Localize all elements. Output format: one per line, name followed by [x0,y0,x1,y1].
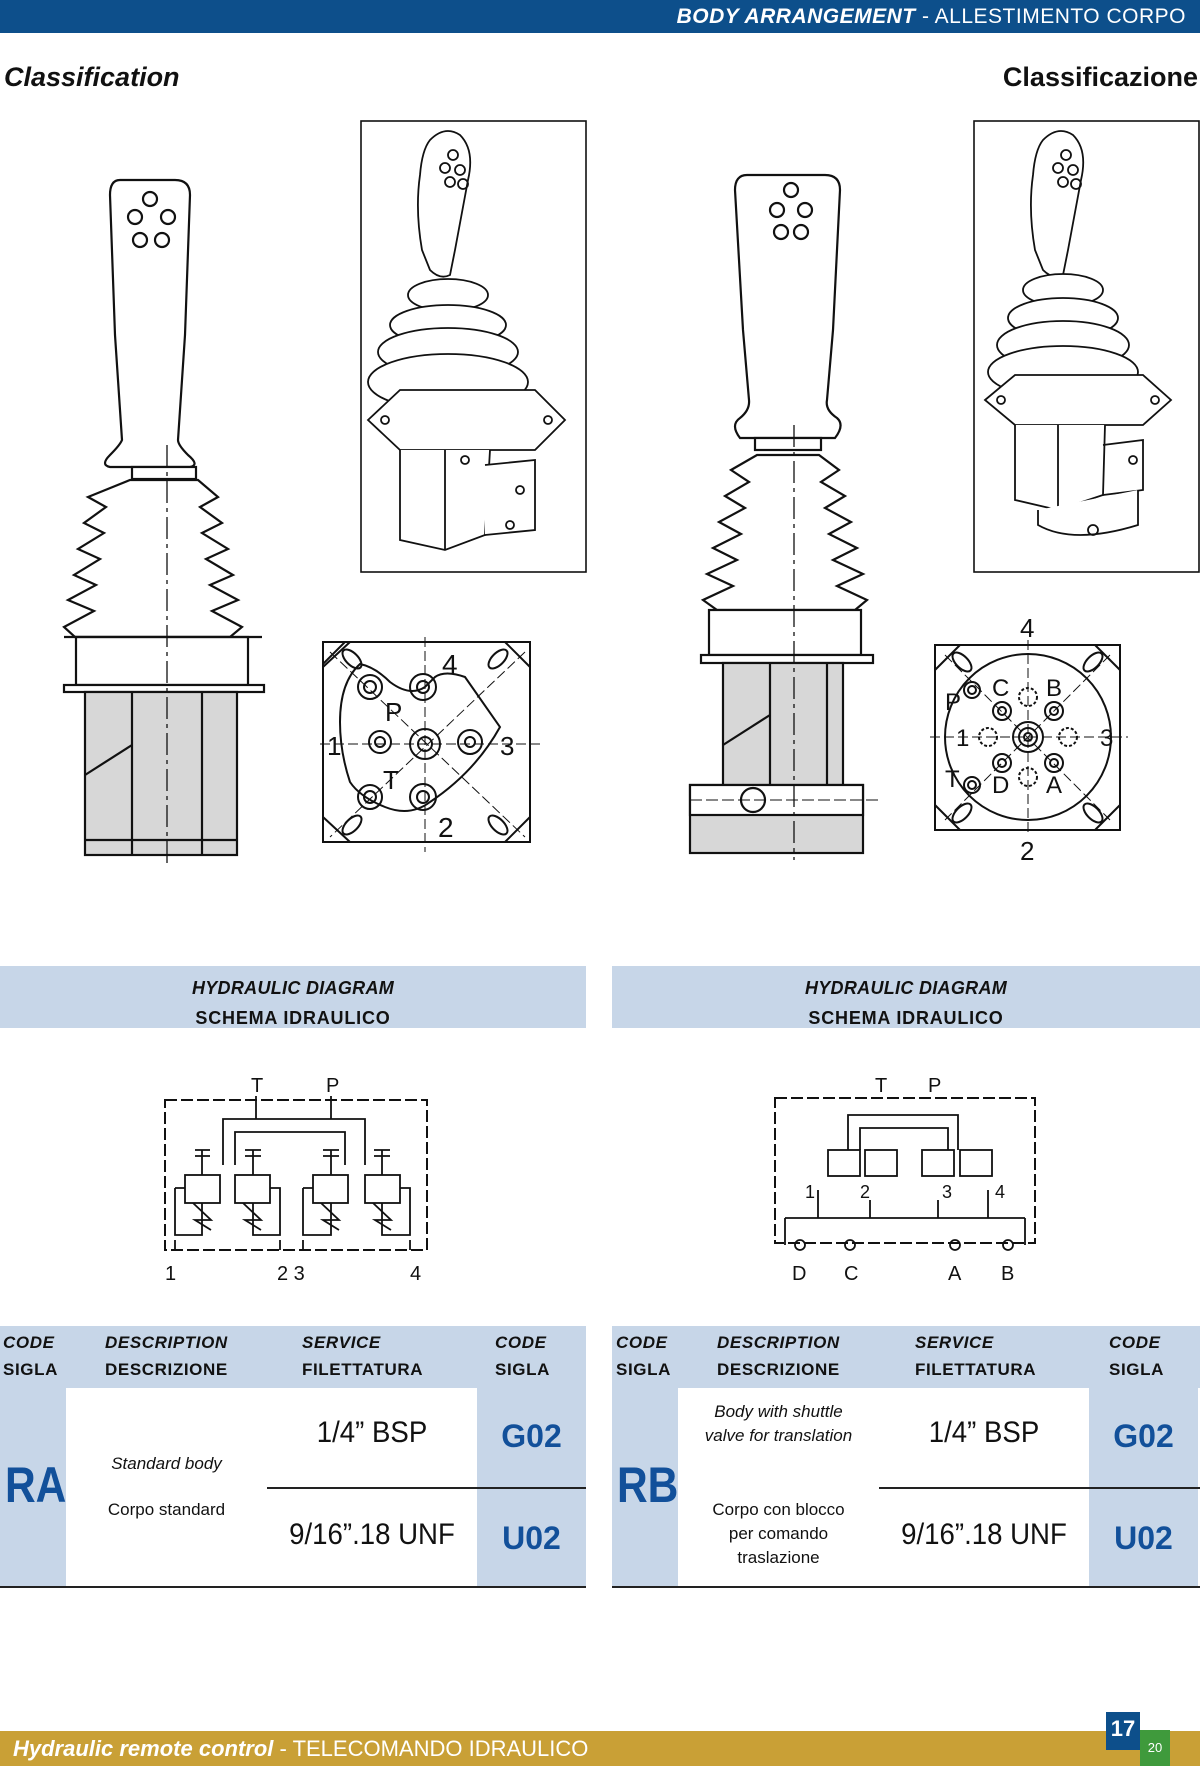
desc-it: Corpo con blocco per comando traslazione [712,1500,845,1567]
desc-it: Corpo standard [107,1500,226,1519]
joystick-rb-3d-view [973,120,1200,573]
svg-text:4: 4 [995,1182,1005,1202]
footer-title: Hydraulic remote control - TELECOMANDO I… [13,1736,588,1762]
hydraulic-diagram-band-right: HYDRAULIC DIAGRAM SCHEMA IDRAULICO [612,966,1200,1028]
svg-text:A: A [1046,772,1062,799]
header-title-it: ALLESTIMENTO CORPO [934,5,1186,28]
svg-text:1: 1 [805,1182,815,1202]
band-title-en: HYDRAULIC DIAGRAM [804,978,1008,998]
svg-text:P: P [928,1075,941,1097]
sigla-1: G02 [477,1388,586,1488]
header-title: BODY ARRANGEMENT - ALLESTIMENTO CORPO [677,5,1186,29]
variant-code: RB [616,1457,679,1513]
sigla-2: U02 [1089,1488,1198,1588]
page-number: 17 [1106,1712,1140,1750]
svg-text:D: D [992,772,1009,799]
row-divider [267,1487,586,1489]
header-bar: BODY ARRANGEMENT - ALLESTIMENTO CORPO [0,0,1200,33]
table-bottom-rule [0,1586,586,1588]
desc-en: Standard body [111,1454,222,1473]
variant-code: RA [4,1457,67,1513]
hydraulic-schematic-ra: T P 1 2 3 4 [164,1075,428,1285]
svg-text:T: T [251,1075,263,1097]
rb-diagram-label-d: D [792,1263,806,1285]
svg-text:2: 2 [438,812,454,843]
footer-bar: Hydraulic remote control - TELECOMANDO I… [0,1731,1200,1766]
table-body-ra: RA Standard body Corpo standard 1/4” BSP… [0,1388,586,1588]
variant-description: Body with shuttle valve for translation … [678,1388,879,1588]
rb-diagram-label-a: A [948,1263,962,1285]
row-divider [879,1487,1200,1489]
band-title-it: SCHEMA IDRAULICO [808,1008,1004,1028]
band-title-it: SCHEMA IDRAULICO [195,1008,391,1028]
desc-en: Body with shuttle valve for translation [704,1402,853,1445]
header-separator: - [921,5,930,28]
svg-text:B: B [1046,675,1062,702]
hydraulic-diagram-band-left: HYDRAULIC DIAGRAM SCHEMA IDRAULICO [0,966,586,1028]
ra-diagram-label-1: 1 [165,1263,176,1285]
svg-text:1: 1 [956,725,969,752]
hydraulic-schematic-rb: T P 1 2 3 4 D C A B [774,1075,1036,1285]
sigla-2: U02 [477,1488,586,1588]
svg-text:P: P [326,1075,339,1097]
rb-diagram-label-b: B [1001,1263,1014,1285]
port-face-rb: 4 C B P 1 3 T D A 2 [930,613,1128,865]
code-cell [612,1388,678,1588]
table-bottom-rule [612,1586,1200,1588]
sigla-1: G02 [1089,1388,1198,1488]
code-cell [0,1388,66,1588]
joystick-rb-side-view [688,173,880,860]
ra-diagram-label-23: 2 3 [277,1263,305,1285]
page-number-small: 20 [1140,1730,1170,1766]
svg-text:T: T [383,765,399,795]
joystick-ra-side-view [62,178,266,865]
section-title-en: Classification [4,62,180,92]
svg-text:4: 4 [1020,613,1034,643]
port-face-ra: 4 P 1 3 T 2 [320,637,540,852]
table-body-rb: RB Body with shuttle valve for translati… [612,1388,1200,1588]
service-1: 1/4” BSP [928,1416,1040,1449]
svg-text:3: 3 [500,731,514,761]
svg-text:4: 4 [442,649,458,680]
svg-text:P: P [385,697,402,727]
svg-text:3: 3 [1100,725,1113,752]
svg-text:T: T [945,766,960,793]
svg-text:2: 2 [860,1182,870,1202]
variant-description: Standard body Corpo standard [66,1388,267,1588]
joystick-ra-3d-view [360,120,587,573]
service-2: 9/16”.18 UNF [901,1518,1067,1551]
svg-text:P: P [945,689,961,716]
service-1: 1/4” BSP [316,1416,428,1449]
ra-diagram-label-4: 4 [410,1263,421,1285]
header-title-en: BODY ARRANGEMENT [676,5,916,28]
rb-diagram-label-c: C [844,1263,858,1285]
service-2: 9/16”.18 UNF [289,1518,455,1551]
svg-text:1: 1 [327,731,341,761]
svg-text:T: T [875,1075,887,1097]
svg-text:3: 3 [942,1182,952,1202]
svg-text:C: C [992,675,1009,702]
band-title-en: HYDRAULIC DIAGRAM [191,978,395,998]
section-title-it: Classificazione [1002,62,1198,92]
footer-title-it: TELECOMANDO IDRAULICO [292,1736,589,1761]
footer-separator: - [279,1736,287,1761]
svg-text:2: 2 [1020,836,1034,865]
footer-title-en: Hydraulic remote control [13,1736,274,1761]
